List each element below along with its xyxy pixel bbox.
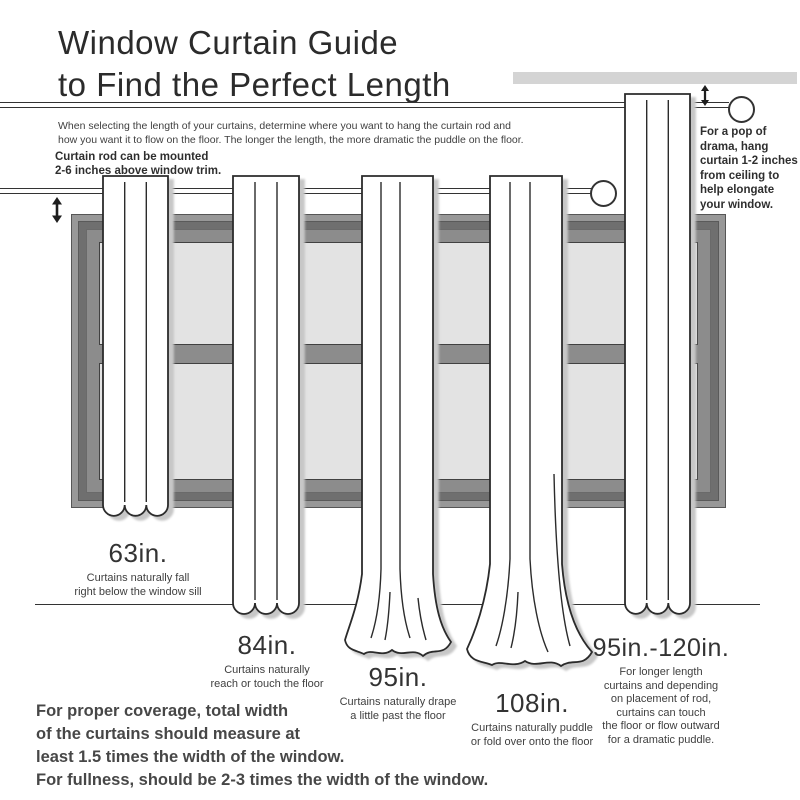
curtain-panel-95in	[344, 175, 453, 658]
rod-note-line-1: Curtain rod can be mounted	[55, 151, 209, 163]
length-value: 95in.	[368, 662, 428, 692]
intro-text: When selecting the length of your curtai…	[58, 119, 524, 147]
length-value: 108in.	[495, 688, 569, 718]
length-desc-line: Curtains naturally drape	[339, 696, 457, 708]
upper-curtain-rod	[0, 102, 729, 108]
main-rod-finial	[590, 180, 617, 207]
label-95-120in: 95in.-120in. For longer length curtains …	[577, 634, 745, 747]
upper-rod-finial	[728, 96, 755, 123]
length-value: 95in.-120in.	[592, 634, 730, 662]
coverage-note: For proper coverage, total width of the …	[36, 700, 488, 792]
ceiling-note-line: help elongate	[700, 184, 775, 196]
title-line-1: Window Curtain Guide	[58, 24, 399, 61]
ceiling-bar	[513, 72, 797, 84]
rod-mount-note: Curtain rod can be mounted 2-6 inches ab…	[55, 150, 221, 178]
curtain-panel-95-120in	[624, 93, 691, 615]
length-desc-line: Curtains naturally puddle	[471, 722, 593, 734]
curtain-panel-63in	[102, 175, 169, 517]
coverage-line: of the curtains should measure at	[36, 725, 301, 743]
coverage-line: For fullness, should be 2-3 times the wi…	[36, 771, 489, 789]
page-title: Window Curtain Guide to Find the Perfect…	[58, 22, 451, 106]
intro-line-2: how you want it to flow on the floor. Th…	[58, 134, 524, 146]
ceiling-note-line: your window.	[700, 198, 774, 211]
label-108in: 108in. Curtains naturally puddle or fold…	[451, 688, 613, 749]
length-desc-line: right below the window sill	[74, 585, 202, 598]
curtain-panel-84in	[232, 175, 300, 615]
label-84in: 84in. Curtains naturally reach or touch …	[187, 630, 347, 691]
length-desc-line: or fold over onto the floor	[470, 735, 594, 748]
intro-line-1: When selecting the length of your curtai…	[58, 120, 511, 132]
coverage-line: least 1.5 times the width of the window.	[36, 748, 345, 766]
length-desc-line: reach or touch the floor	[210, 677, 324, 690]
length-desc-line: on placement of rod,	[610, 693, 712, 705]
ceiling-note-line: For a pop of	[700, 126, 767, 138]
length-desc-line: curtains can touch	[616, 706, 706, 719]
label-63in: 63in. Curtains naturally fall right belo…	[58, 538, 218, 599]
ceiling-note-line: curtain 1-2 inches	[700, 155, 798, 167]
length-desc-line: For longer length	[619, 666, 703, 678]
length-value: 63in.	[108, 538, 168, 568]
curtain-panel-108in	[466, 175, 594, 668]
length-value: 84in.	[237, 630, 297, 660]
length-desc-line: curtains and depending	[603, 679, 719, 692]
title-line-2: to Find the Perfect Length	[58, 66, 451, 103]
ceiling-note-line: drama, hang	[700, 140, 769, 153]
rod-height-arrow-icon	[52, 197, 62, 223]
length-desc-line: for a dramatic puddle.	[607, 733, 715, 746]
length-desc-line: a little past the floor	[350, 709, 446, 722]
length-desc-line: Curtains naturally	[224, 664, 310, 676]
rod-note-line-2: 2-6 inches above window trim.	[55, 165, 222, 177]
label-95in: 95in. Curtains naturally drape a little …	[318, 662, 478, 723]
ceiling-hang-note: For a pop of drama, hang curtain 1-2 inc…	[700, 125, 798, 212]
length-desc-line: Curtains naturally fall	[86, 572, 190, 584]
ceiling-note-line: from ceiling to	[700, 169, 780, 182]
length-desc-line: the floor or flow outward	[602, 720, 720, 732]
ceiling-gap-arrow-icon	[700, 85, 710, 106]
coverage-line: For proper coverage, total width	[36, 702, 289, 720]
